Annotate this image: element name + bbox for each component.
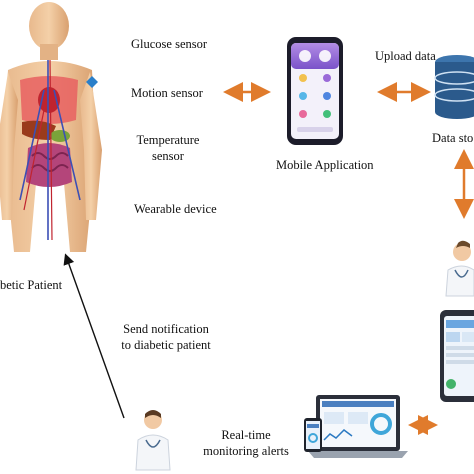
- upload-data-label: Upload data: [375, 49, 436, 63]
- temperature-sensor-label: Temperature sensor: [136, 133, 200, 164]
- temperature-sensor-label-line2: sensor: [152, 148, 184, 163]
- motion-sensor-label: Motion sensor: [131, 86, 203, 100]
- dashboard-tablet-icon: [440, 310, 474, 402]
- realtime-alerts-label: Real-time monitoring alerts: [196, 428, 296, 459]
- temperature-sensor-label-line1: Temperature: [136, 133, 200, 147]
- doctor-icon: [135, 410, 171, 471]
- send-notification-label-line1: Send notification: [123, 322, 209, 336]
- database-icon: [434, 55, 474, 119]
- laptop-dashboard-icon: [304, 395, 408, 458]
- smartphone-icon: [287, 37, 343, 145]
- send-notification-label: Send notification to diabetic patient: [110, 322, 222, 353]
- mobile-application-label: Mobile Application: [276, 158, 374, 172]
- data-store-label: Data sto: [432, 131, 474, 145]
- send-notification-label-line2: to diabetic patient: [121, 337, 211, 352]
- human-anatomy-icon: [0, 2, 102, 252]
- doctor-icon: [445, 240, 474, 297]
- arrow-notify-patient: [63, 253, 125, 419]
- wearable-device-label: Wearable device: [134, 202, 217, 216]
- realtime-alerts-label-line2: monitoring alerts: [203, 443, 289, 458]
- realtime-alerts-label-line1: Real-time: [221, 428, 271, 442]
- glucose-sensor-label: Glucose sensor: [131, 37, 208, 51]
- patient-label: betic Patient: [0, 278, 63, 292]
